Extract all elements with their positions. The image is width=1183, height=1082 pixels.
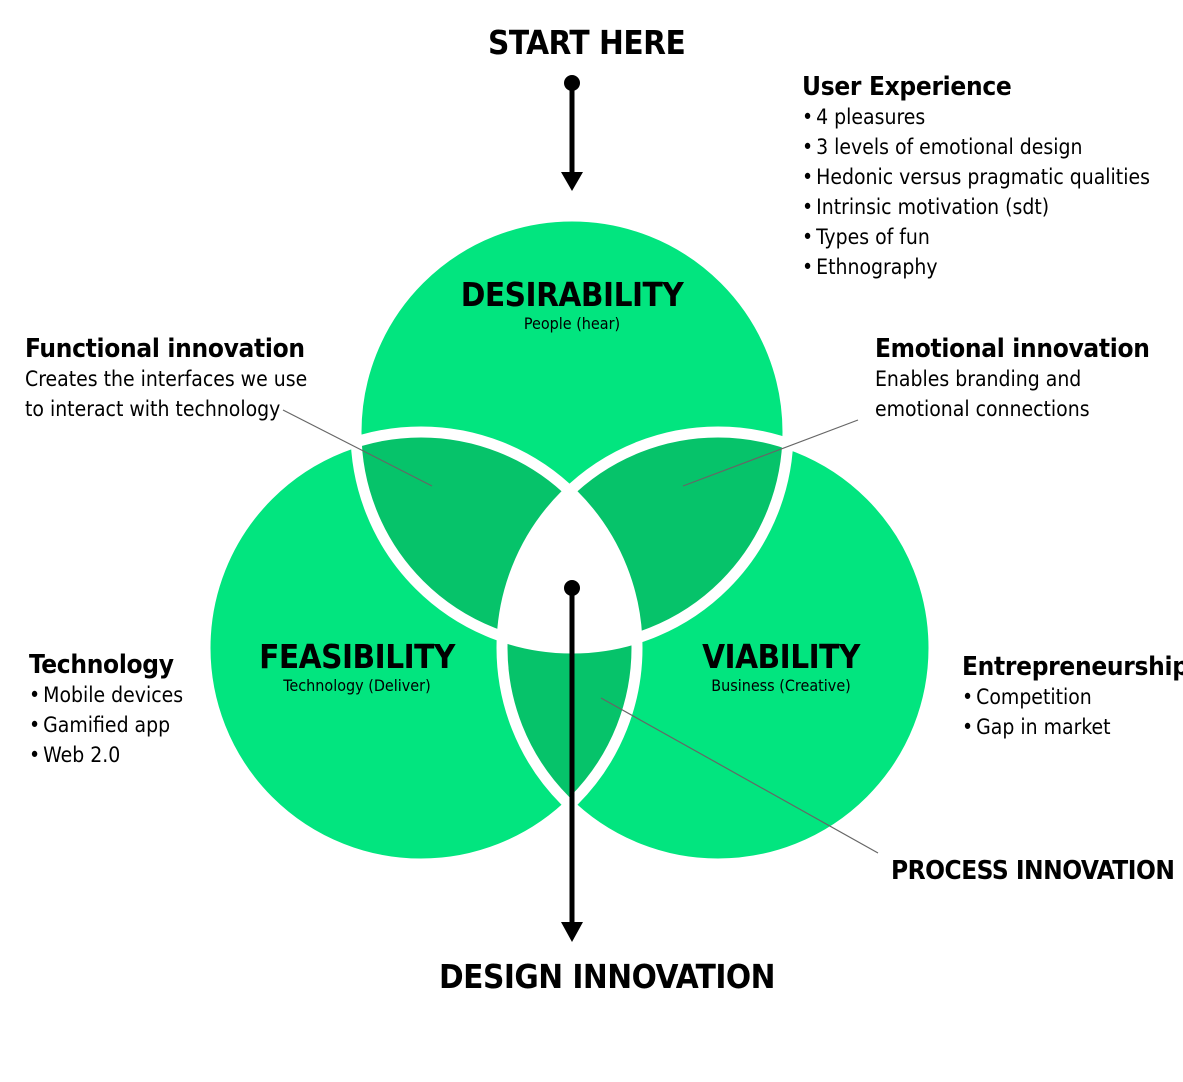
emotional-innovation-line: Enables branding and	[875, 367, 1082, 391]
user-experience-list: 4 pleasures3 levels of emotional designH…	[802, 102, 1150, 282]
entrepreneurship-block: Entrepreneurship CompetitionGap in marke…	[962, 652, 1183, 742]
entrepreneurship-item: Gap in market	[962, 712, 1183, 742]
technology-list: Mobile devicesGamified appWeb 2.0	[29, 680, 183, 770]
user-experience-item: Types of fun	[802, 222, 1150, 252]
design-innovation-label: DESIGN INNOVATION	[439, 957, 776, 996]
user-experience-block: User Experience 4 pleasures3 levels of e…	[802, 72, 1150, 282]
viability-subtitle: Business (Creative)	[711, 676, 851, 695]
entrepreneurship-list: CompetitionGap in market	[962, 682, 1183, 742]
emotional-innovation-title: Emotional innovation	[875, 334, 1150, 364]
process-innovation-label: PROCESS INNOVATION	[891, 856, 1175, 886]
viability-title: VIABILITY	[702, 637, 860, 676]
functional-innovation-block: Functional innovation Creates the interf…	[25, 334, 307, 424]
viability-outline	[496, 426, 940, 870]
emotional-innovation-line: emotional connections	[875, 397, 1090, 421]
start-arrowhead-icon	[561, 172, 583, 191]
emotional-leader-line	[682, 419, 859, 487]
functional-leader-line	[282, 409, 433, 487]
end-arrowhead-icon	[561, 922, 583, 942]
functional-innovation-title: Functional innovation	[25, 334, 305, 364]
feasibility-title: FEASIBILITY	[259, 637, 455, 676]
entrepreneurship-item: Competition	[962, 682, 1183, 712]
user-experience-title: User Experience	[802, 72, 1012, 102]
feasibility-subtitle: Technology (Deliver)	[283, 676, 431, 695]
emotional-innovation-block: Emotional innovation Enables branding an…	[875, 334, 1150, 424]
technology-block: Technology Mobile devicesGamified appWeb…	[29, 650, 183, 770]
user-experience-item: Intrinsic motivation (sdt)	[802, 192, 1150, 222]
desirability-label-group: DESIRABILITY People (hear)	[442, 275, 702, 333]
functional-innovation-line: to interact with technology	[25, 397, 281, 421]
technology-title: Technology	[29, 650, 174, 680]
desirability-subtitle: People (hear)	[523, 314, 621, 333]
feasibility-outline	[199, 426, 643, 870]
technology-item: Mobile devices	[29, 680, 183, 710]
user-experience-item: Ethnography	[802, 252, 1150, 282]
user-experience-item: 3 levels of emotional design	[802, 132, 1150, 162]
feasibility-label-group: FEASIBILITY Technology (Deliver)	[227, 637, 487, 695]
start-here-label: START HERE	[488, 23, 686, 62]
technology-item: Web 2.0	[29, 740, 183, 770]
entrepreneurship-title: Entrepreneurship	[962, 652, 1183, 682]
user-experience-item: Hedonic versus pragmatic qualities	[802, 162, 1150, 192]
viability-label-group: VIABILITY Business (Creative)	[651, 637, 911, 695]
desirability-title: DESIRABILITY	[460, 275, 684, 314]
process-leader-line	[600, 697, 879, 854]
functional-innovation-line: Creates the interfaces we use	[25, 367, 308, 391]
technology-item: Gamified app	[29, 710, 183, 740]
user-experience-item: 4 pleasures	[802, 102, 1150, 132]
